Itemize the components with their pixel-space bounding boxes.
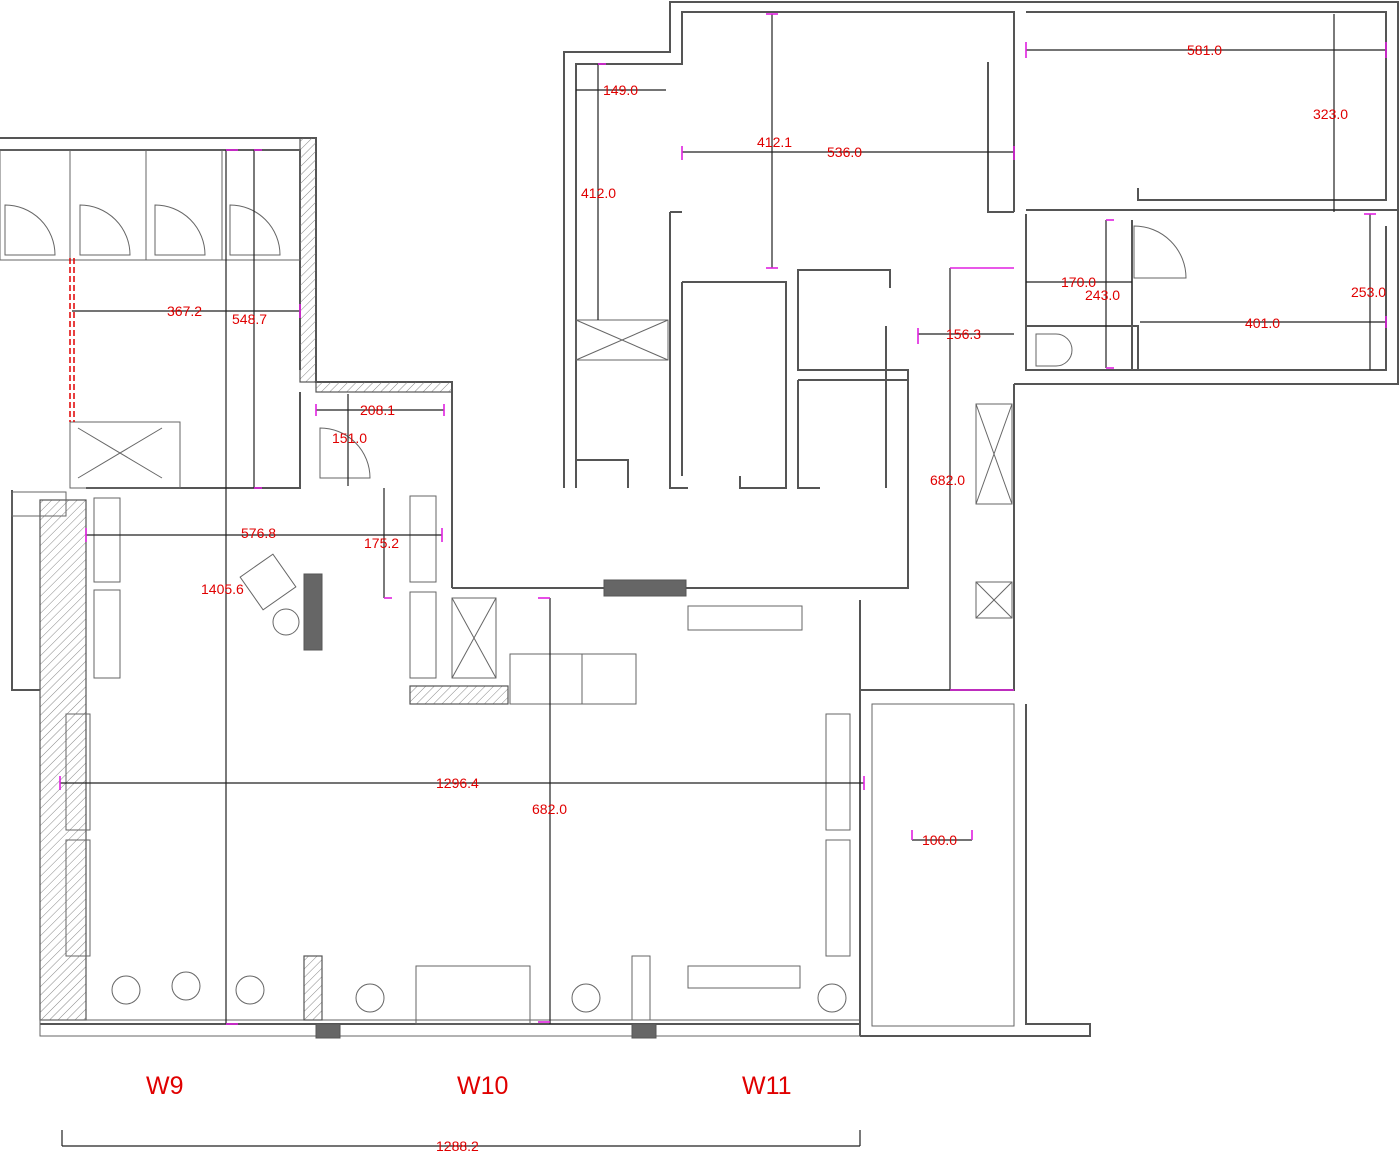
grille [11, 491, 67, 517]
dimension-labels: 149.0 412.0 412.1 536.0 581.0 323.0 170.… [167, 42, 1386, 1152]
dim-label: 156.3 [946, 326, 981, 342]
dim-label: 401.0 [1245, 315, 1280, 331]
column [631, 955, 651, 1021]
seat-cushion [409, 495, 437, 583]
dim-label: 149.0 [603, 82, 638, 98]
window-label-w9: W9 [146, 1072, 184, 1100]
hatched-wall [299, 137, 317, 383]
stool [272, 608, 300, 636]
door-swing [1133, 225, 1187, 279]
dim-label: 412.0 [581, 185, 616, 201]
column [303, 955, 323, 1021]
hatched-wall [39, 499, 87, 1021]
dimension-lines [60, 14, 1386, 1147]
cabinet [409, 685, 509, 705]
dim-label: 175.2 [364, 535, 399, 551]
bench [825, 713, 851, 831]
window-label-w11: W11 [742, 1072, 792, 1100]
window-label-w10: W10 [457, 1072, 508, 1100]
dim-label: 1288.2 [436, 1138, 479, 1152]
dim-label: 548.7 [232, 311, 267, 327]
shower-tray [69, 421, 181, 489]
seat-cushion [93, 497, 121, 583]
dim-label: 576.8 [241, 525, 276, 541]
toilet [1035, 333, 1073, 367]
shaft-box [451, 597, 497, 679]
dim-label: 100.0 [922, 832, 957, 848]
dim-label: 1405.6 [201, 581, 244, 597]
seat-cushion [409, 591, 437, 679]
dim-label: 323.0 [1313, 106, 1348, 122]
bench [65, 839, 91, 957]
walls [0, 1, 1399, 1039]
bench [65, 713, 91, 831]
shaft-box [975, 403, 1013, 505]
fixtures [11, 225, 1187, 1025]
dim-label: 243.0 [1085, 287, 1120, 303]
radiator [687, 965, 801, 989]
shaft-box [575, 319, 669, 361]
dim-label: 208.1 [360, 402, 395, 418]
lintel [603, 579, 687, 597]
table [509, 653, 637, 705]
dim-label: 581.0 [1187, 42, 1222, 58]
stall-partitions [0, 149, 301, 261]
door-swing [319, 427, 371, 479]
hatched-wall [315, 381, 453, 393]
dimension-ticks [59, 13, 1387, 1025]
dim-label: 412.1 [757, 134, 792, 150]
plant-icons [111, 971, 847, 1013]
dim-label: 536.0 [827, 144, 862, 160]
dim-label: 170.0 [1061, 274, 1096, 290]
desk [415, 965, 531, 1025]
dim-label: 682.0 [532, 801, 567, 817]
tv-panel [303, 573, 323, 651]
dim-label: 253.0 [1351, 284, 1386, 300]
dim-label: 151.0 [332, 430, 367, 446]
bench [825, 839, 851, 957]
dim-label: 1296.4 [436, 775, 479, 791]
seat-cushion [93, 589, 121, 679]
dim-label: 367.2 [167, 303, 202, 319]
shaft-box [975, 581, 1013, 619]
dim-label: 682.0 [930, 472, 965, 488]
counter [687, 605, 803, 631]
armchair [239, 553, 297, 611]
window-labels: W9 W10 W11 [146, 1072, 792, 1100]
